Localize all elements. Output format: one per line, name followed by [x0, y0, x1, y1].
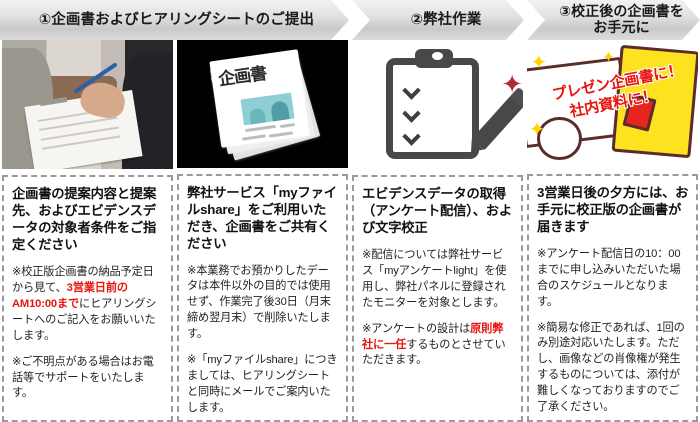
- step-2-note-1: ※本業務でお預かりしたデータは本件以外の目的では使用せず、作業完了後30日（月末…: [187, 264, 339, 344]
- step-2-note-2: ※「myファイルshare」につきましては、ヒアリングシートと同時にメールでご案…: [187, 353, 339, 417]
- step-3-note-2-highlight: 原則弊社に一任: [362, 322, 504, 351]
- step-3-title: エビデンスデータの取得（アンケート配信）、および文字校正: [362, 186, 512, 236]
- promo-illustration: ✦ ✦ ✦ プレゼン企画書に！ 社内資料に！: [527, 40, 698, 168]
- step-column-3: ✦ エビデンスデータの取得（アンケート配信）、および文字校正 ※配信については弊…: [352, 40, 523, 422]
- step-3-note-1: ※配信については弊社サービス「myアンケートlight」を使用し、弊社パネルに登…: [362, 248, 514, 312]
- step-columns: 企画書の提案内容と提案先、およびエビデンスデータの対象者条件をご指定ください ※…: [0, 40, 700, 422]
- step-1-note-1-highlight: 3営業日前のAM10:00まで: [12, 281, 128, 310]
- step-1-note-1: ※校正版企画書の納品予定日から見て、3営業日前のAM10:00までにヒアリングシ…: [12, 265, 164, 345]
- step-4-note-2: ※簡易な修正であれば、1回のみ別途対応いたします。ただし、画像などの肖像権が発生…: [537, 321, 689, 416]
- step-3-note-2-prefix: ※アンケートの設計は: [362, 322, 471, 335]
- step-header-2: ②弊社作業: [352, 0, 524, 40]
- step-3-note-2: ※アンケートの設計は原則弊社に一任するものとさせていただきます。: [362, 322, 514, 370]
- step-4-note-1-prefix: ※アンケート配信日の10：00までに申し込みいただいた場合のスケジュールとなりま…: [537, 247, 681, 308]
- step-column-2: 企画書 弊社サービス「myファイルshare」をご利用いただき、企画書をご共有く…: [177, 40, 348, 422]
- step-1-note-2-prefix: ※ご不明点がある場合はお電話等でサポートをいたします。: [12, 355, 154, 400]
- step-header-3: ③校正後の企画書を お手元に: [527, 0, 700, 40]
- clipboard-body-shape: [386, 58, 479, 159]
- step-column-1: 企画書の提案内容と提案先、およびエビデンスデータの対象者条件をご指定ください ※…: [2, 40, 173, 422]
- step-1-title: 企画書の提案内容と提案先、およびエビデンスデータの対象者条件をご指定ください: [12, 186, 157, 253]
- clipboard-illustration: ✦: [352, 40, 523, 169]
- step-3-note-2-suffix: するものとさせていただきます。: [362, 338, 506, 367]
- step-2-note-1-prefix: ※本業務でお預かりしたデータは本件以外の目的では使用せず、作業完了後30日（月末…: [187, 264, 331, 341]
- step-header-3-label-line2: お手元に: [593, 19, 650, 35]
- sparkle-icon: ✦: [530, 51, 548, 74]
- step-4-content-box: 3営業日後の夕方には、お手元に校正版の企画書が届きます ※アンケート配信日の10…: [527, 173, 698, 422]
- clipboard-checklist-image: ✦: [352, 40, 523, 169]
- sparkle-icon: ✦: [501, 68, 523, 99]
- proposal-documents-image: 企画書: [177, 40, 348, 168]
- step-header-1: ①企画書およびヒアリングシートのご提出: [0, 0, 349, 40]
- step-header-3-label-line1: ③校正後の企画書を: [559, 3, 684, 20]
- step-4-note-2-prefix: ※簡易な修正であれば、1回のみ別途対応いたします。ただし、画像などの肖像権が発生…: [537, 321, 685, 414]
- pencil-icon: [471, 95, 523, 151]
- sparkle-icon: ✦: [602, 49, 615, 67]
- consultation-photo-image: [2, 40, 173, 169]
- step-header-1-label: ①企画書およびヒアリングシートのご提出: [38, 11, 315, 28]
- step-1-note-2: ※ご不明点がある場合はお電話等でサポートをいたします。: [12, 355, 164, 403]
- documents-illustration: 企画書: [177, 40, 348, 168]
- consultation-photo-illustration: [2, 40, 173, 169]
- step-1-content-box: 企画書の提案内容と提案先、およびエビデンスデータの対象者条件をご指定ください ※…: [2, 175, 173, 422]
- step-1-note-1-suffix: にヒアリングシートへのご記入をお願いいたします。: [12, 297, 157, 342]
- step-3-content-box: エビデンスデータの取得（アンケート配信）、および文字校正 ※配信については弊社サ…: [352, 175, 523, 422]
- step-4-note-1: ※アンケート配信日の10：00までに申し込みいただいた場合のスケジュールとなりま…: [537, 247, 689, 311]
- speech-bubble-shape: [537, 116, 582, 161]
- step-4-title: 3営業日後の夕方には、お手元に校正版の企画書が届きます: [537, 184, 689, 234]
- step-header-2-label: ②弊社作業: [410, 11, 482, 28]
- clipboard-ring-shape: [431, 52, 443, 60]
- step-3-note-1-prefix: ※配信については弊社サービス「myアンケートlight」を使用し、弊社パネルに登…: [362, 249, 507, 309]
- step-header-bar: ①企画書およびヒアリングシートのご提出 ②弊社作業 ③校正後の企画書を お手元に: [0, 0, 700, 40]
- sparkle-icon: ✦: [528, 118, 546, 141]
- step-2-content-box: 弊社サービス「myファイルshare」をご利用いただき、企画書をご共有ください …: [177, 173, 348, 422]
- step-2-note-2-prefix: ※「myファイルshare」につきましては、ヒアリングシートと同時にメールでご案…: [187, 354, 338, 414]
- step-2-title: 弊社サービス「myファイルshare」をご利用いただき、企画書をご共有ください: [187, 184, 337, 251]
- step-1-note-1-prefix: ※校正版企画書の納品予定日から見て、: [12, 266, 154, 294]
- step-column-4: ✦ ✦ ✦ プレゼン企画書に！ 社内資料に！ 3営業日後の夕方には、お手元に校正…: [527, 40, 698, 422]
- presentation-promo-image: ✦ ✦ ✦ プレゼン企画書に！ 社内資料に！: [527, 40, 698, 168]
